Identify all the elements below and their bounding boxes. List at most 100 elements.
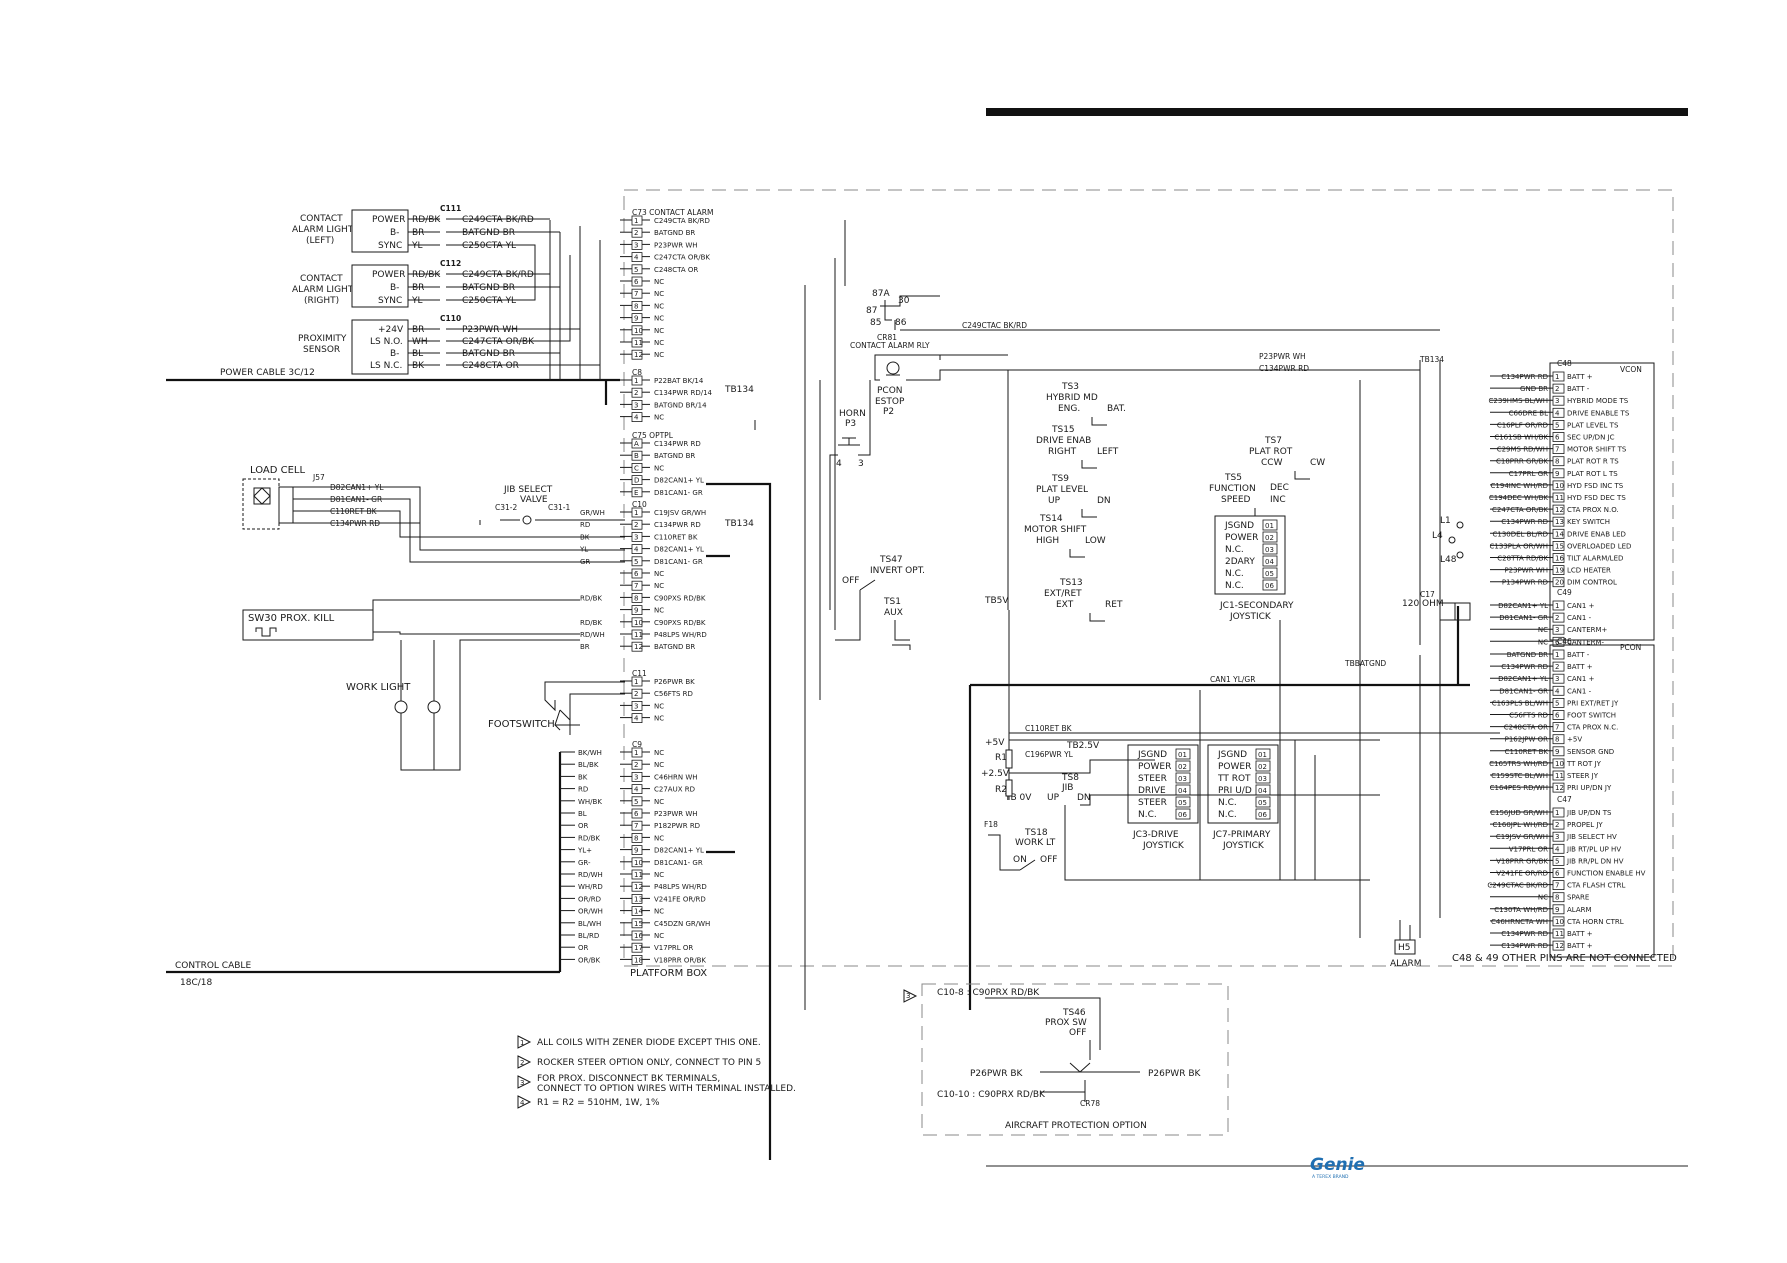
joystick-pin: JSGND — [1137, 750, 1167, 760]
pin-wire: NC — [654, 702, 664, 710]
pin-number: 6 — [634, 810, 639, 818]
pin-wire: D82CAN1+ YL — [654, 847, 704, 855]
pin-number: 1 — [634, 678, 638, 686]
wire-label: C250CTA YL — [462, 241, 516, 251]
pin-number: 8 — [634, 834, 638, 842]
ecm-function: PRI UP/DN JY — [1567, 784, 1612, 792]
ecm-pin-number: 9 — [1555, 906, 1559, 914]
ts18-work-lt: TS18 WORK LT ON OFF F18 — [984, 820, 1057, 871]
pin-wire: NC — [654, 570, 664, 578]
joystick-pin-box — [1175, 808, 1191, 820]
ecm-wire: P134PWR RD — [1502, 579, 1548, 587]
ac-p26b: P26PWR BK — [1148, 1069, 1201, 1079]
pin-wire: NC — [654, 834, 664, 842]
joystick-pin-box — [1255, 772, 1271, 784]
jib-select-valve: JIB SELECT VALVE C31-2 C31-1 — [479, 485, 625, 525]
tb134-label: TB134 — [1419, 355, 1444, 364]
pin-wire: D82CAN1+ YL — [654, 477, 704, 485]
logo-tagline: A TEREX BRAND — [1312, 1174, 1349, 1180]
r1: R1 — [995, 753, 1007, 763]
pin-wire: V18PRR OR/BK — [654, 956, 706, 964]
pin-wire: NC — [654, 327, 664, 335]
joystick-pin-num: 02 — [1178, 763, 1187, 771]
power-cable-label: POWER CABLE 3C/12 — [220, 368, 315, 378]
device-pin: SYNC — [378, 296, 402, 306]
pin-number: 2 — [634, 690, 638, 698]
joystick-pin: TT ROT — [1217, 774, 1251, 784]
device-pin: POWER — [372, 270, 405, 280]
ecm-wire: GND BR — [1520, 385, 1548, 393]
wire-color: RD/BK — [580, 619, 602, 627]
relay-desc: CONTACT ALARM RLY — [850, 341, 930, 350]
valve-label: VALVE — [520, 495, 548, 505]
wire-color: RD/BK — [412, 215, 441, 225]
ecm-wire: C133PLA OR/WH — [1490, 542, 1548, 550]
svg-text:L48: L48 — [1440, 555, 1457, 565]
ecm-wire: C163PLS BL/WH — [1492, 699, 1548, 707]
joystick-pin: POWER — [1218, 762, 1251, 772]
pin-number: 9 — [634, 607, 638, 615]
ecm-pin-number: 2 — [1555, 663, 1559, 671]
p23-wire: P23PWR WH — [1259, 352, 1306, 361]
pin-number: 8 — [634, 302, 638, 310]
ecm-function: MOTOR SHIFT TS — [1567, 446, 1627, 454]
ecm-wire: P23PWR WH — [1504, 567, 1548, 575]
joystick-pin-num: 01 — [1265, 522, 1274, 530]
wire-color: WH/RD — [578, 883, 603, 891]
pin-wire: C134PWR RD — [654, 521, 701, 529]
pin-wire: NC — [654, 414, 664, 422]
pin-wire: C90PXS RD/BK — [654, 594, 706, 602]
joystick-pin-num: 01 — [1258, 751, 1267, 759]
ecm-function: CTA FLASH CTRL — [1567, 882, 1625, 890]
switch-pos: RIGHT — [1048, 447, 1077, 457]
ecm-wire: P162JPW OR — [1505, 736, 1549, 744]
p5v: +5V — [985, 738, 1005, 748]
conn-label: C110 — [440, 314, 461, 323]
pin-number: 3 — [634, 241, 638, 249]
switch-pos: CCW — [1261, 458, 1283, 468]
ecm-wire: C134PWR RD — [1501, 518, 1548, 526]
pin-wire: C247CTA OR/BK — [654, 254, 710, 262]
ecm-function: CANTERM- — [1567, 638, 1605, 646]
ecm-pin-number: 4 — [1555, 845, 1560, 853]
ecm-pin-number: 5 — [1555, 421, 1559, 429]
ecm-pin-number: 20 — [1555, 579, 1564, 587]
ecm-pin-number: 4 — [1555, 687, 1560, 695]
jib-select-label: JIB SELECT — [503, 485, 553, 495]
proximity-sensor: PROXIMITY SENSOR +24V LS N.O. B- LS N.C.… — [298, 314, 535, 375]
ecm-pin-number: 6 — [1555, 712, 1560, 720]
joystick-pin-box — [1255, 808, 1271, 820]
ecm-pin-number: 12 — [1555, 784, 1564, 792]
wire-color: OR — [578, 822, 589, 830]
ecm-function: CAN1 + — [1567, 675, 1595, 683]
load-cell: LOAD CELL J57 D82CAN1+ YL D81CAN1- GR C1… — [242, 465, 625, 563]
tb134-mid: TB134 — [724, 519, 754, 529]
pin-number: C — [634, 464, 639, 472]
tb25v: TB2.5V — [1066, 741, 1100, 751]
conn-label: C111 — [440, 204, 461, 213]
pin-wire: NC — [654, 464, 664, 472]
ac-c10-10: C10-10 : C90PRX RD/BK — [937, 1090, 1046, 1100]
pin-wire: BATGND BR/14 — [654, 401, 707, 409]
joystick-pin-box — [1175, 748, 1191, 760]
pin-number: 6 — [634, 278, 639, 286]
pin-number: 3 — [634, 702, 638, 710]
joystick-pin: 2DARY — [1225, 557, 1255, 567]
ecm-pin-number: 12 — [1555, 942, 1564, 950]
horn: HORN P3 4 3 — [829, 380, 871, 610]
switch-pos: SPEED — [1221, 495, 1251, 505]
joystick-pin-num: 03 — [1178, 775, 1187, 783]
cr81-relay: 87A 87 30 85 86 CR81 CONTACT ALARM RLY C… — [850, 289, 1440, 350]
switch-name: DRIVE ENAB — [1036, 436, 1091, 446]
joystick-pin-num: 04 — [1265, 558, 1274, 566]
ts18-off: OFF — [1040, 855, 1057, 865]
wire-color: BL/RD — [578, 932, 599, 940]
ohm-label: 120 OHM — [1402, 599, 1444, 609]
ecm-wire: NC — [1538, 894, 1548, 902]
ecm-wire: C194INC WH/RD — [1491, 482, 1548, 490]
ecm-wire: BATGND BR — [1507, 651, 1548, 659]
pin-wire: C46HRN WH — [654, 773, 698, 781]
ecm-pin-number: 4 — [1555, 409, 1560, 417]
wire-color: BL/BK — [578, 761, 599, 769]
ecm-function: BATT - — [1567, 385, 1590, 393]
